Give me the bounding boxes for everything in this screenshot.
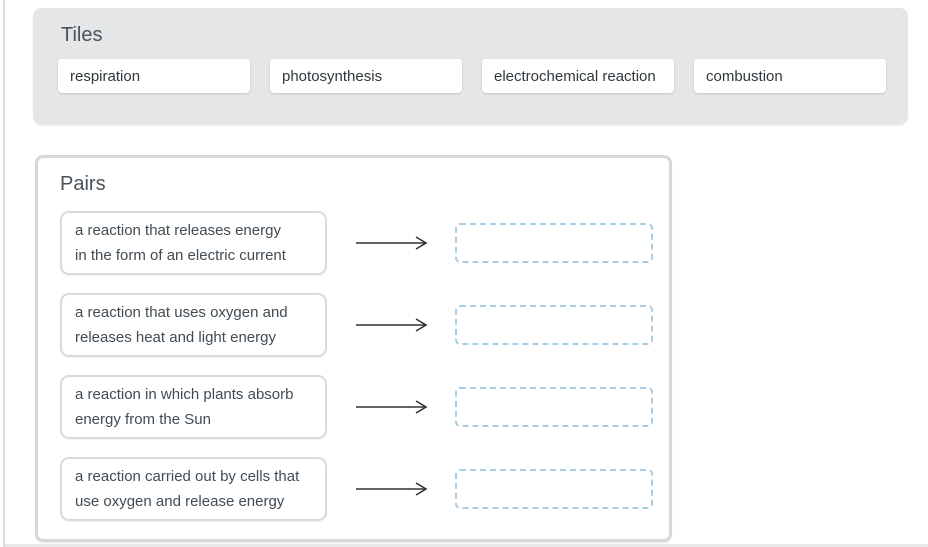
definition-card-4: a reaction carried out by cells that use…	[60, 457, 327, 521]
arrow-right-icon	[355, 398, 431, 416]
page-left-border	[3, 0, 5, 547]
arrow-right-icon	[355, 234, 431, 252]
definition-card-2: a reaction that uses oxygen and releases…	[60, 293, 327, 357]
pairs-heading: Pairs	[60, 173, 106, 195]
pair-row-1: a reaction that releases energy in the f…	[60, 211, 669, 275]
tiles-heading: Tiles	[61, 24, 103, 46]
pair-row-3: a reaction in which plants absorb energy…	[60, 375, 669, 439]
drop-zone-4[interactable]	[455, 469, 653, 509]
tile-electrochemical-reaction[interactable]: electrochemical reaction	[482, 59, 674, 93]
drop-zone-3[interactable]	[455, 387, 653, 427]
definition-card-1: a reaction that releases energy in the f…	[60, 211, 327, 275]
drop-zone-2[interactable]	[455, 305, 653, 345]
arrow-right-icon	[355, 480, 431, 498]
bottom-panel-edge	[5, 544, 928, 547]
tile-photosynthesis[interactable]: photosynthesis	[270, 59, 462, 93]
tiles-row: respiration photosynthesis electrochemic…	[58, 59, 908, 93]
tiles-panel: Tiles respiration photosynthesis electro…	[33, 8, 908, 124]
pairs-panel: Pairs a reaction that releases energy in…	[35, 155, 672, 542]
drop-zone-1[interactable]	[455, 223, 653, 263]
arrow-right-icon	[355, 316, 431, 334]
tile-combustion[interactable]: combustion	[694, 59, 886, 93]
pair-row-4: a reaction carried out by cells that use…	[60, 457, 669, 521]
definition-card-3: a reaction in which plants absorb energy…	[60, 375, 327, 439]
tile-respiration[interactable]: respiration	[58, 59, 250, 93]
pair-row-2: a reaction that uses oxygen and releases…	[60, 293, 669, 357]
